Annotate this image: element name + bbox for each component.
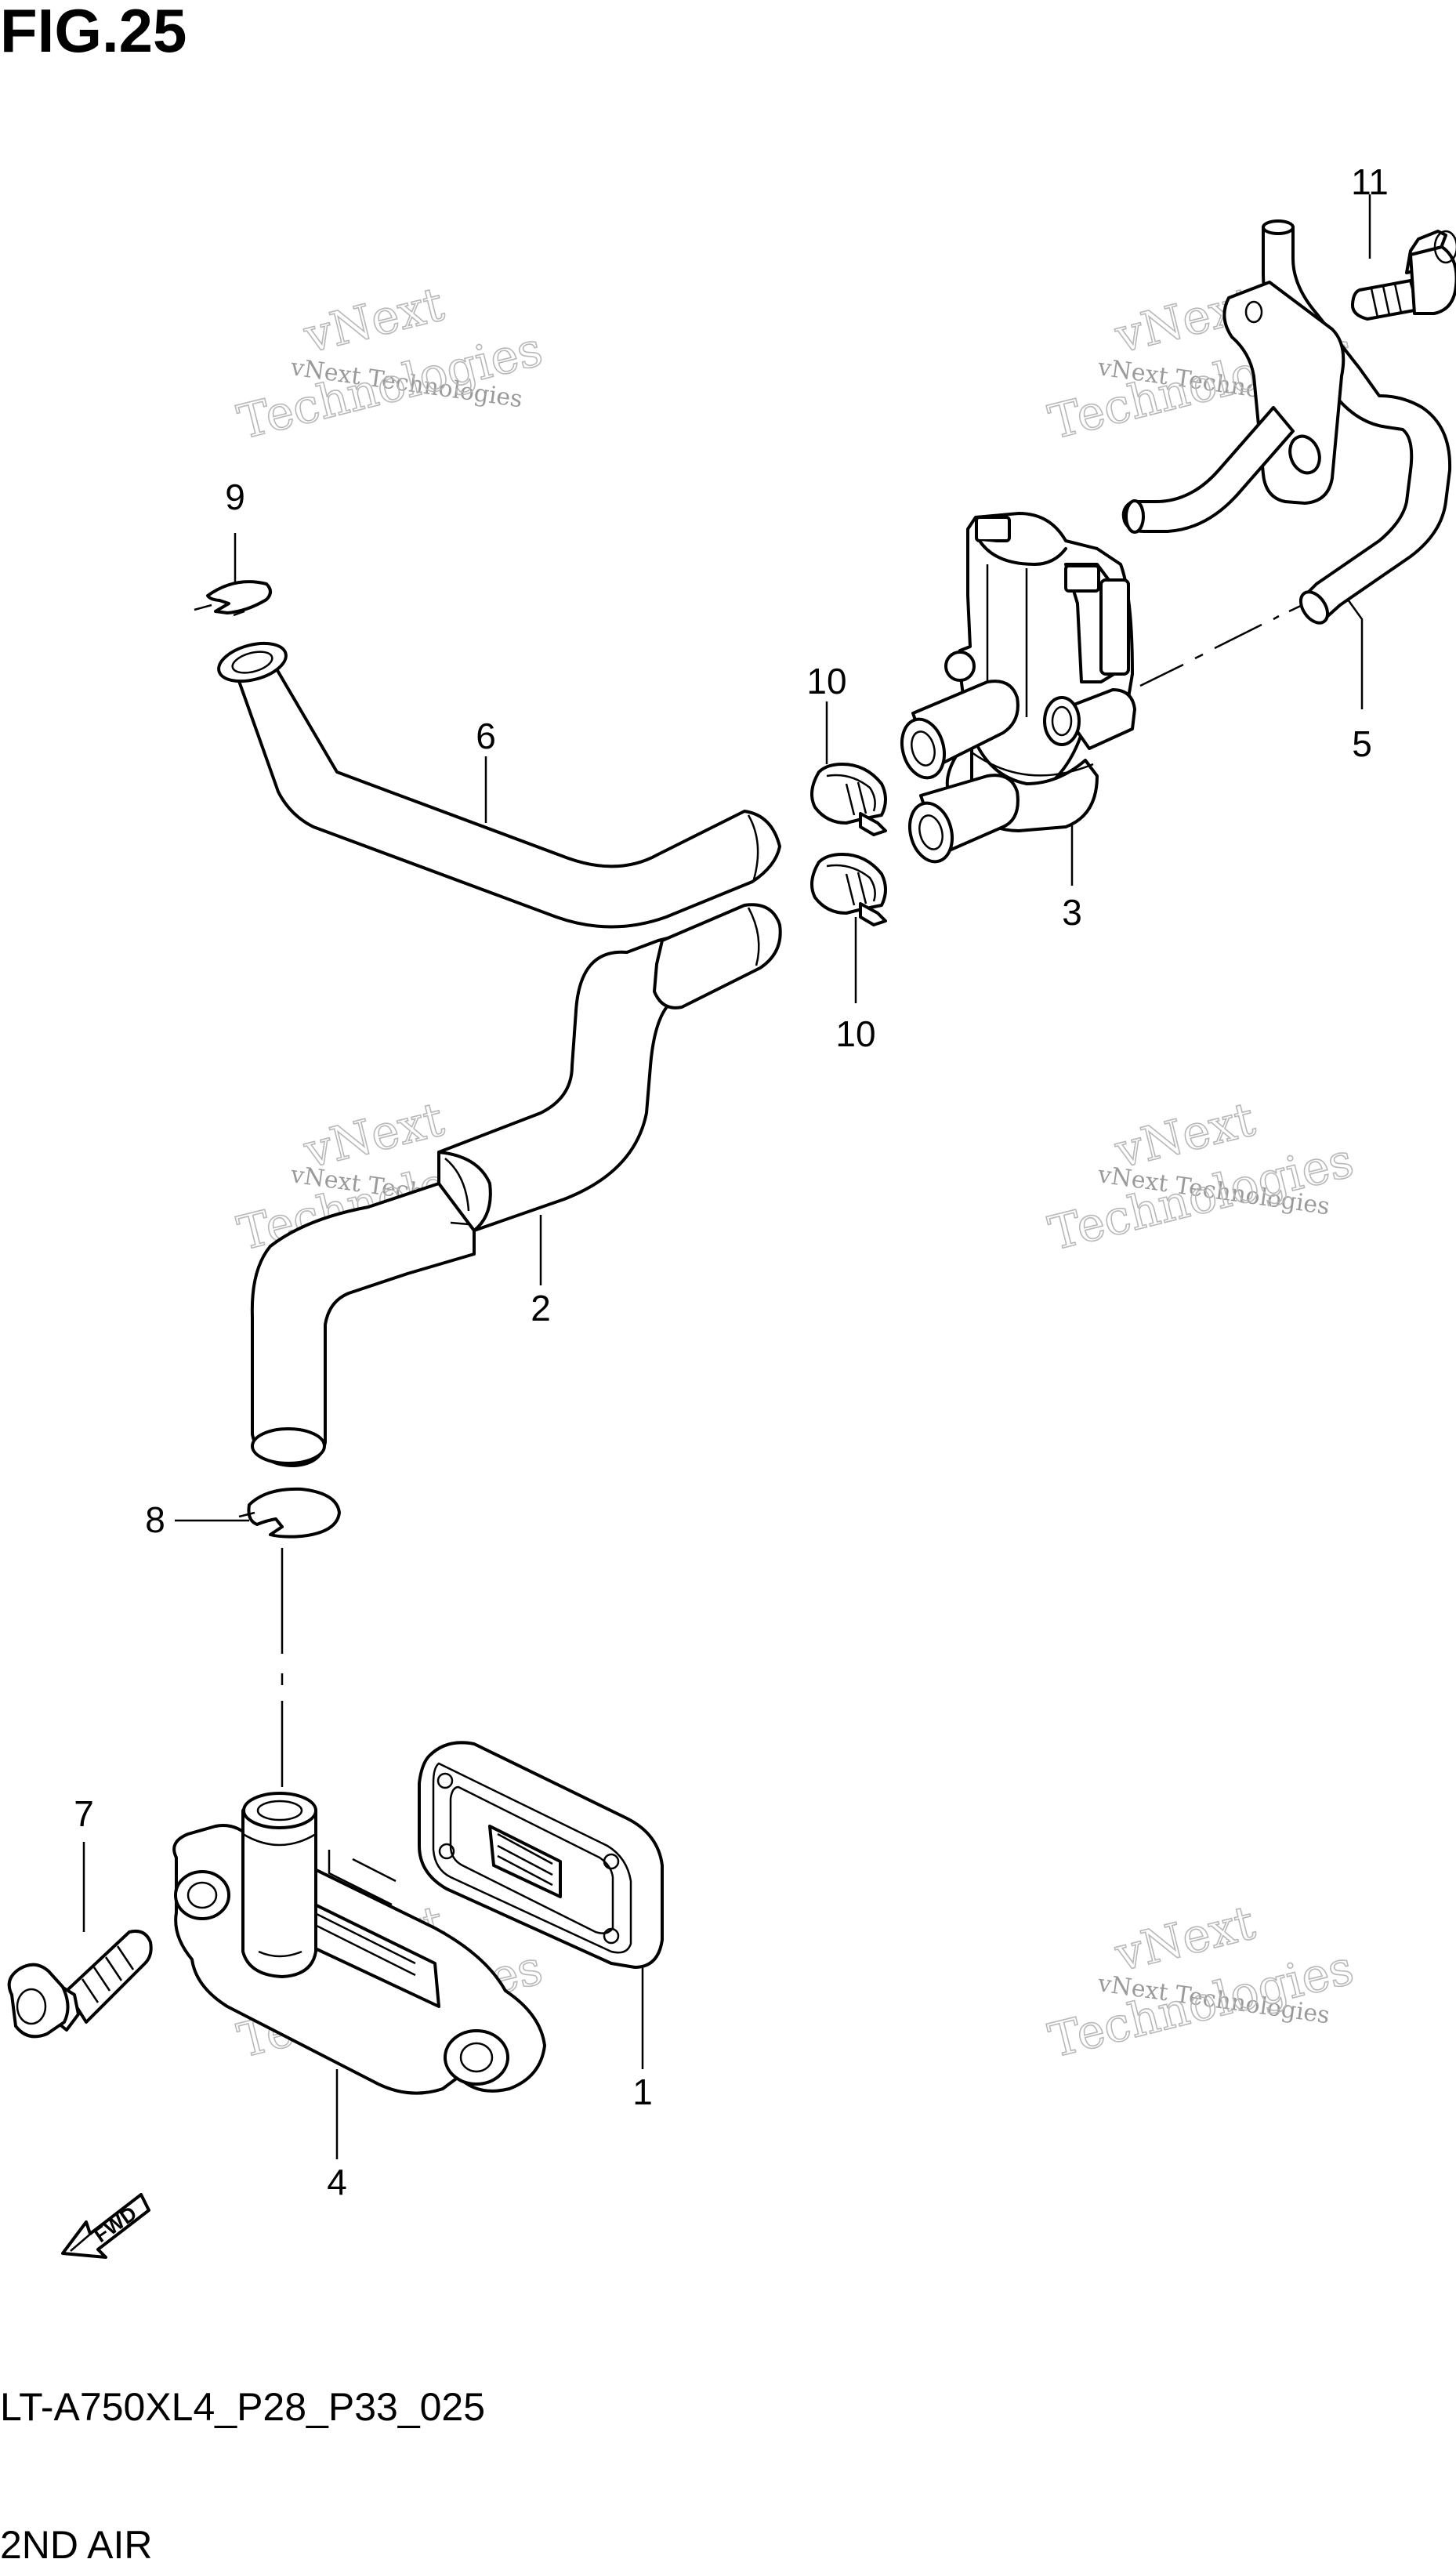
callout-3: 3 <box>1062 892 1082 933</box>
callout-7: 7 <box>74 1793 94 1834</box>
callout-1: 1 <box>632 2072 653 2112</box>
figure-title: FIG.25 <box>0 0 187 65</box>
callout-6: 6 <box>476 716 496 756</box>
part-10-clamp-lower <box>810 853 887 926</box>
connection-line-valve-pipe <box>1139 604 1303 687</box>
callout-10-upper: 10 <box>806 661 846 701</box>
part-11-bolt <box>1350 230 1456 321</box>
watermark-top-left: vNext vNext Technologies Technologies <box>232 276 549 451</box>
callout-8: 8 <box>145 1499 165 1540</box>
callout-10-lower: 10 <box>835 1013 875 1054</box>
part-6-hose <box>217 641 781 929</box>
part-2-hose <box>250 903 782 1467</box>
callout-9: 9 <box>225 477 245 517</box>
part-4-bracket <box>172 1792 546 2095</box>
callout-11: 11 <box>1351 161 1389 202</box>
part-7-bolt <box>7 1929 153 2039</box>
callout-2: 2 <box>531 1288 551 1328</box>
part-10-clamp-upper <box>810 763 887 836</box>
fwd-arrow: FWD <box>61 2193 150 2259</box>
watermark-mid-right: vNext vNext Technologies Technologies <box>1043 1091 1360 1262</box>
callout-4: 4 <box>327 2162 347 2202</box>
watermark-bottom-right: vNext vNext Technologies Technologies <box>1043 1894 1360 2069</box>
part-1-reed-cover <box>418 1741 664 1969</box>
figure-code: LT-A750XL4_P28_P33_025 <box>0 2385 486 2429</box>
part-5-pipe <box>1121 219 1452 625</box>
part-8-clip <box>238 1487 341 1539</box>
leader-5 <box>1346 599 1364 709</box>
part-3-valve <box>900 512 1136 864</box>
section-name: 2ND AIR <box>0 2523 153 2567</box>
callout-5: 5 <box>1352 723 1372 764</box>
part-9-clip <box>194 580 272 617</box>
